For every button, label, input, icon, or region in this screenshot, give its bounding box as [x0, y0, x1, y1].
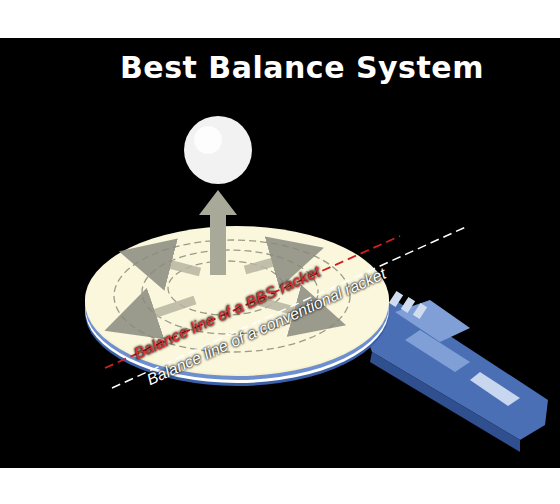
diagram-title: Best Balance System — [120, 50, 484, 85]
bbs-balance-line — [105, 236, 400, 368]
ball — [184, 116, 252, 184]
ball-highlight — [194, 126, 222, 154]
